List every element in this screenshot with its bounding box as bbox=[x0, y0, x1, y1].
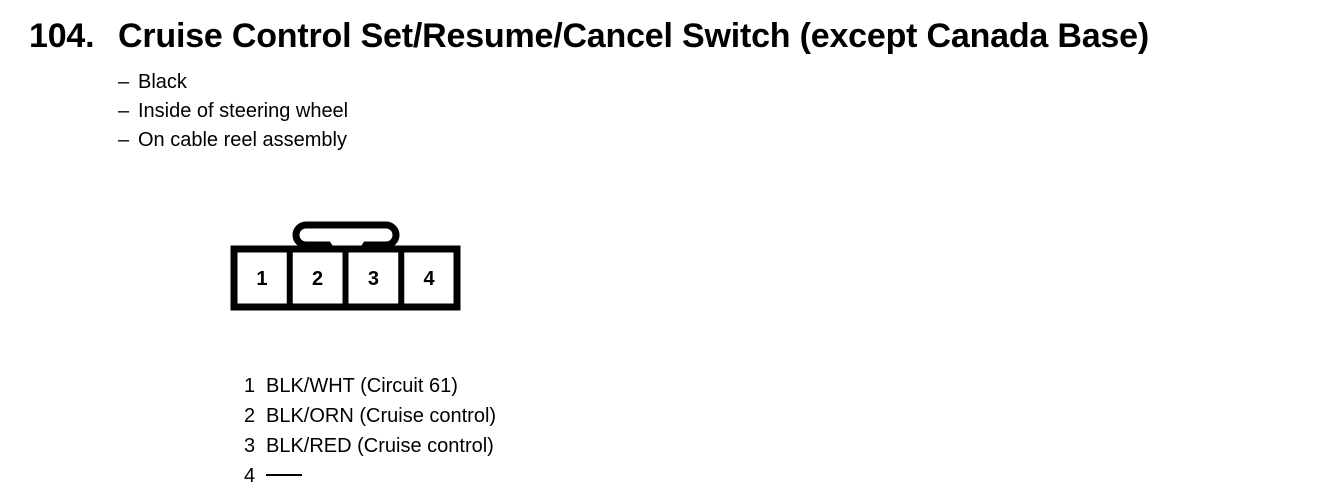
pin-wire-label: BLK/ORN (Cruise control) bbox=[266, 405, 497, 427]
pin-legend-row: 1 BLK/WHT (Circuit 61) bbox=[244, 371, 496, 401]
pin-legend: 1 BLK/WHT (Circuit 61) 2 BLK/ORN (Cruise… bbox=[244, 371, 496, 491]
pin-wire-label: BLK/RED (Cruise control) bbox=[266, 435, 494, 457]
cavity-label-2: 2 bbox=[312, 268, 323, 290]
pin-number: 1 bbox=[244, 375, 256, 397]
dash-icon: – bbox=[118, 71, 130, 93]
cavity-label-3: 3 bbox=[368, 268, 379, 290]
pin-number: 3 bbox=[244, 435, 256, 457]
description-item-label: On cable reel assembly bbox=[138, 129, 347, 151]
connector-diagram: 1 2 3 4 bbox=[228, 205, 468, 315]
pin-legend-row: 3 BLK/RED (Cruise control) bbox=[244, 431, 496, 461]
cavity-label-4: 4 bbox=[424, 268, 436, 290]
pin-wire-empty-dash-icon bbox=[266, 474, 302, 476]
description-item: – On cable reel assembly bbox=[118, 126, 348, 155]
page-title-number: 104. bbox=[29, 17, 95, 55]
description-item: – Inside of steering wheel bbox=[118, 97, 348, 126]
description-list: – Black – Inside of steering wheel – On … bbox=[118, 68, 348, 155]
pin-legend-row: 4 bbox=[244, 461, 496, 491]
description-item-label: Black bbox=[138, 71, 187, 93]
cavity-label-1: 1 bbox=[256, 268, 267, 290]
page-title-text: Cruise Control Set/Resume/Cancel Switch … bbox=[118, 17, 1149, 55]
pin-number: 2 bbox=[244, 405, 256, 427]
description-item-label: Inside of steering wheel bbox=[138, 100, 349, 122]
pin-legend-row: 2 BLK/ORN (Cruise control) bbox=[244, 401, 496, 431]
connector-svg: 1 2 3 4 bbox=[230, 221, 461, 311]
dash-icon: – bbox=[118, 129, 130, 151]
description-item: – Black bbox=[118, 68, 348, 97]
dash-icon: – bbox=[118, 100, 130, 122]
page-title: 104. Cruise Control Set/Resume/Cancel Sw… bbox=[29, 16, 1149, 56]
pin-wire-label: BLK/WHT (Circuit 61) bbox=[266, 375, 458, 397]
pin-number: 4 bbox=[244, 465, 256, 487]
